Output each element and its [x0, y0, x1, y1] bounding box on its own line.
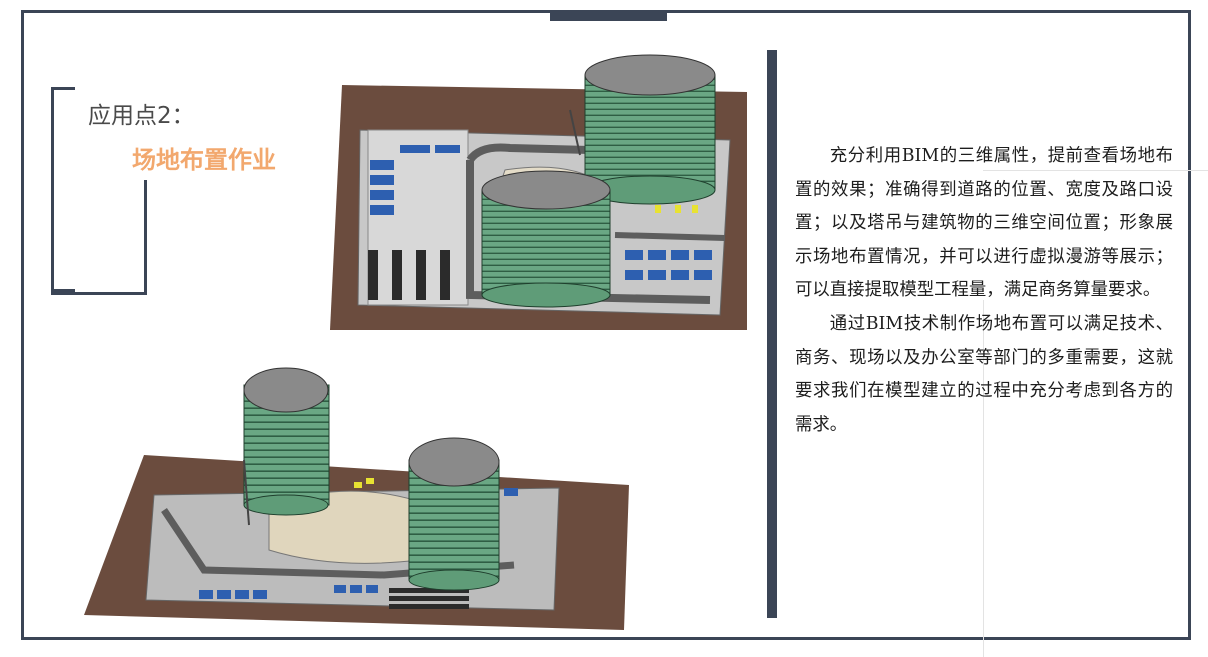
guide-line-horizontal: [983, 170, 1208, 171]
description-paragraph-2: 通过BIM技术制作场地布置可以满足技术、商务、现场以及办公室等部门的多重需要，这…: [795, 313, 1173, 435]
vertical-divider: [767, 50, 777, 618]
top-tab-decoration: [550, 13, 667, 21]
site-model-perspective-view: [84, 367, 629, 630]
title-bracket-right: [51, 180, 147, 295]
description-text: 充分利用BIM的三维属性，提前查看场地布置的效果；准确得到道路的位置、宽度及路口…: [795, 140, 1173, 442]
site-model-top-view: [330, 54, 747, 330]
guide-line-vertical: [983, 300, 984, 657]
application-point-label: 应用点2：: [88, 103, 195, 129]
application-point-title: 场地布置作业: [132, 146, 276, 174]
description-paragraph-1: 充分利用BIM的三维属性，提前查看场地布置的效果；准确得到道路的位置、宽度及路口…: [795, 146, 1173, 301]
title-bracket-left: [51, 87, 75, 292]
slide-frame: [21, 10, 1191, 640]
